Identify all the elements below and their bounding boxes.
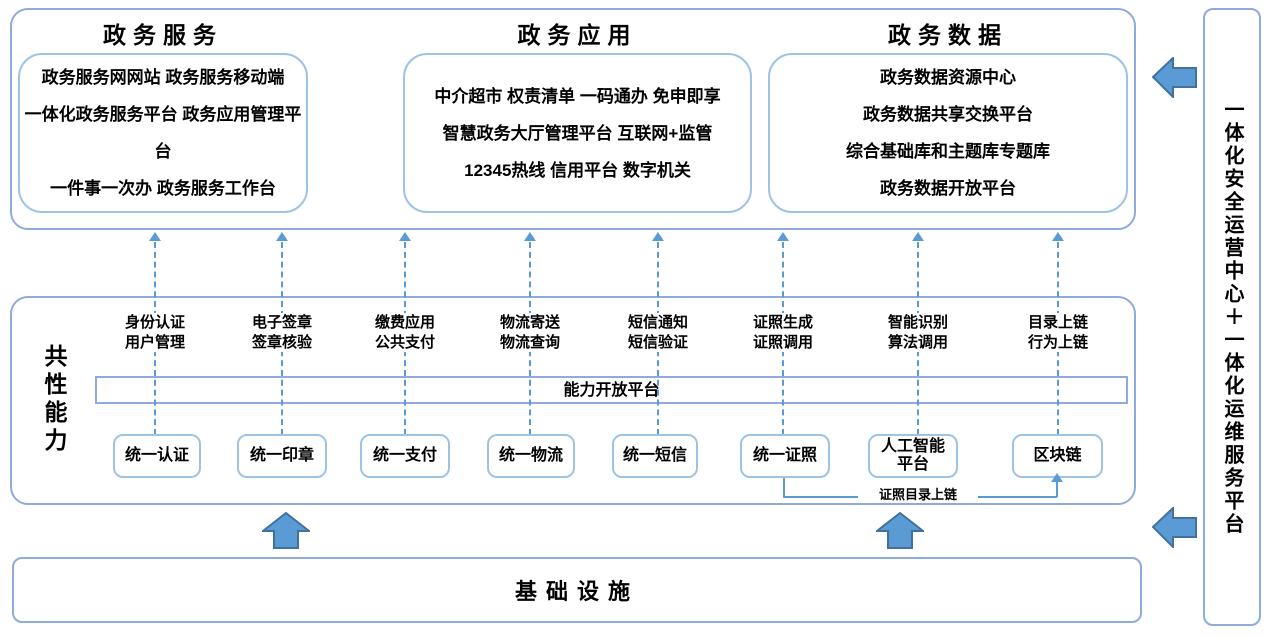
gov-services-box: 政务服务网网站 政务服务移动端 一体化政务服务平台 政务应用管理平台 一件事一次…	[18, 53, 308, 213]
capability-label-license: 证照生成 证照调用	[721, 313, 845, 352]
gov-services-line: 一体化政务服务平台 政务应用管理平台	[24, 105, 302, 161]
gov-applications-line: 12345热线 信用平台 数字机关	[464, 160, 691, 180]
gov-applications-box: 中介超市 权责清单 一码通办 免申即享 智慧政务大厅管理平台 互联网+监管 12…	[403, 53, 752, 213]
capability-label-signature: 电子签章 签章核验	[220, 313, 344, 352]
left-arrow-icon	[1152, 507, 1197, 548]
connector-label: 证照目录上链	[858, 487, 978, 503]
up-arrowhead-icon	[1051, 473, 1063, 482]
capability-label-sms: 短信通知 短信验证	[596, 313, 720, 352]
capability-label-ai: 智能识别 算法调用	[856, 313, 980, 352]
sidebar-label: 一体化安全运营中心＋一体化运维服务平台	[1221, 98, 1243, 536]
capability-label-logistics: 物流寄送 物流查询	[468, 313, 592, 352]
gov-applications-line: 智慧政务大厅管理平台 互联网+监管	[442, 123, 713, 143]
up-arrow-icon	[876, 512, 924, 549]
gov-data-line: 政务数据资源中心	[880, 68, 1016, 87]
box-unified-seal: 统一印章	[237, 434, 327, 478]
up-arrowhead-icon	[1052, 232, 1064, 241]
box-unified-sms: 统一短信	[612, 434, 698, 478]
up-arrowhead-icon	[276, 232, 288, 241]
up-arrowhead-icon	[777, 232, 789, 241]
section-title-gov-data: 政务数据	[888, 22, 1008, 48]
box-unified-auth: 统一认证	[113, 434, 201, 478]
common-capabilities-label: 共性能力	[41, 344, 67, 456]
sidebar-security-ops: 一体化安全运营中心＋一体化运维服务平台	[1203, 8, 1261, 626]
connector-segment	[783, 478, 785, 498]
up-arrowhead-icon	[524, 232, 536, 241]
up-arrowhead-icon	[149, 232, 161, 241]
gov-data-box: 政务数据资源中心 政务数据共享交换平台 综合基础库和主题库专题库 政务数据开放平…	[768, 53, 1128, 213]
box-ai-platform: 人工智能 平台	[868, 434, 958, 478]
up-arrowhead-icon	[652, 232, 664, 241]
gov-services-line: 政务服务网网站 政务服务移动端	[41, 68, 285, 87]
gov-services-line: 一件事一次办 政务服务工作台	[50, 179, 276, 198]
section-title-gov-applications: 政务应用	[517, 22, 638, 48]
box-blockchain: 区块链	[1012, 434, 1103, 478]
up-arrowhead-icon	[399, 232, 411, 241]
connector-segment	[1056, 481, 1058, 497]
capability-label-blockchain: 目录上链 行为上链	[996, 313, 1120, 352]
section-title-gov-services: 政务服务	[103, 22, 223, 48]
capability-label-identity: 身份认证 用户管理	[93, 313, 217, 352]
box-unified-license: 统一证照	[740, 434, 830, 478]
gov-applications-line: 中介超市 权责清单 一码通办 免申即享	[434, 86, 721, 106]
gov-data-line: 综合基础库和主题库专题库	[846, 142, 1050, 161]
infrastructure-bar: 基础设施	[12, 557, 1142, 623]
gov-data-line: 政务数据共享交换平台	[863, 105, 1033, 124]
infrastructure-label: 基础设施	[514, 579, 639, 604]
up-arrow-icon	[262, 512, 310, 549]
capability-label-payment: 缴费应用 公共支付	[343, 313, 467, 352]
left-arrow-icon	[1152, 57, 1197, 98]
box-unified-logistics: 统一物流	[487, 434, 575, 478]
box-unified-payment: 统一支付	[360, 434, 450, 478]
up-arrowhead-icon	[912, 232, 924, 241]
gov-data-line: 政务数据开放平台	[880, 179, 1016, 198]
capability-open-platform-bar: 能力开放平台	[95, 376, 1128, 404]
